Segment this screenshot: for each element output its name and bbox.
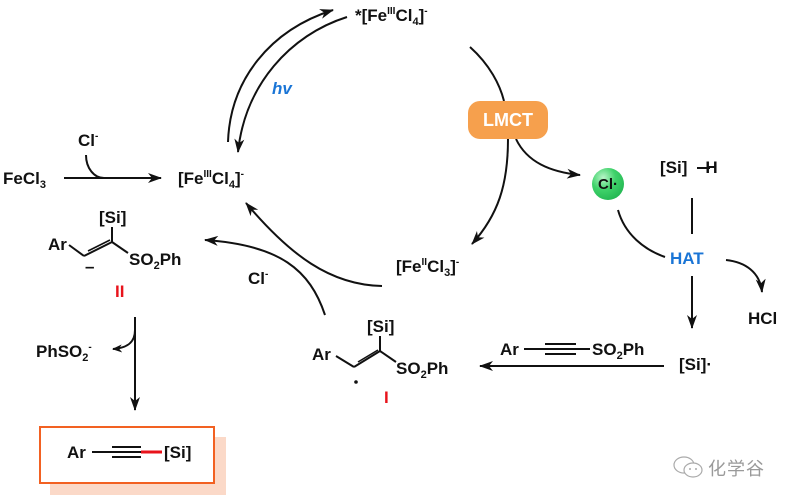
intermediate-label-I: I <box>384 388 389 407</box>
int2-double-bond-inner <box>87 239 111 252</box>
cl-radical-to-hat-curve <box>617 209 666 258</box>
product-box <box>39 426 215 484</box>
chloride-uptake-curve <box>85 154 105 179</box>
relaxation-arrow <box>234 16 348 153</box>
chlorine-radical-ball: Cl· <box>592 168 624 200</box>
chloride-mid: Cl- <box>248 269 269 288</box>
hat-to-hcl-arrow <box>725 259 766 293</box>
hv-label: hv <box>272 79 292 98</box>
int2-so2ph: SO2Ph <box>129 250 182 272</box>
sulfinate-release-curve <box>112 329 136 353</box>
lmct-to-cl-radical-arrow <box>515 138 581 179</box>
int1-so2ph: SO2Ph <box>396 359 449 381</box>
reagent-so2ph: SO2Ph <box>592 340 645 362</box>
int2-anion-charge: – <box>85 257 95 276</box>
excited-fe-iii-cl4: *[FeIIICl4]- <box>355 6 428 28</box>
int1-si: [Si] <box>367 317 395 336</box>
fe-iii-cl4: [FeIIICl4]- <box>178 169 244 191</box>
int1-radical-dot <box>354 380 358 384</box>
intermediate-label-II: II <box>115 282 125 301</box>
si-h-reagent: [Si]H <box>660 158 718 177</box>
int2-so2-bond <box>111 241 129 254</box>
fe-ii-cl3: [FeIICl3]- <box>396 257 460 279</box>
int1-double-bond-inner <box>357 349 379 363</box>
chloride-top: Cl- <box>78 131 99 150</box>
int2-si: [Si] <box>99 208 127 227</box>
fecl3: FeCl3 <box>3 169 46 191</box>
silyl-radical: [Si]· <box>679 355 713 374</box>
int1-ar-bond <box>335 355 355 368</box>
int1-ar: Ar <box>312 345 331 364</box>
int2-double-bond <box>83 241 113 257</box>
cycle-arc-excited-to-lmct <box>469 46 505 102</box>
int2-ar-bond <box>68 244 85 257</box>
hat-label: HAT <box>670 249 704 268</box>
cycle-arc-fe2-to-fe3 <box>245 202 383 287</box>
watermark-text: 化学谷 <box>708 459 765 479</box>
reagent-ar: Ar <box>500 340 519 359</box>
wechat-icon <box>673 456 703 478</box>
int2-ar: Ar <box>48 235 67 254</box>
lmct-badge: LMCT <box>468 101 548 139</box>
product-si: [Si] <box>164 443 192 462</box>
radical-to-anion-arrow <box>204 235 326 316</box>
int1-so2-bond <box>379 350 397 363</box>
hcl-byproduct: HCl <box>748 309 778 328</box>
cycle-arc-lmct-to-fe2 <box>471 138 509 245</box>
hv-excitation-arrow <box>227 9 334 143</box>
sulfinate-byproduct: PhSO2- <box>36 342 92 364</box>
product-ar: Ar <box>67 443 86 462</box>
int1-double-bond <box>353 350 381 368</box>
